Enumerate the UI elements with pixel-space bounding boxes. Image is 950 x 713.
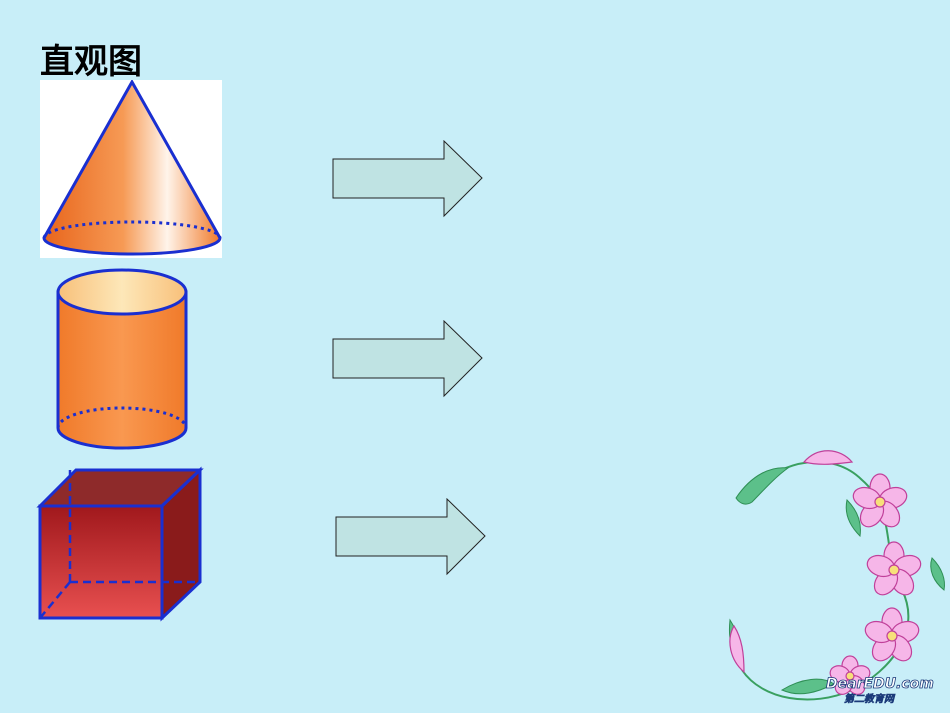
cube-figure [36, 466, 204, 622]
arrow-3-icon [335, 498, 486, 576]
floral-wreath-icon: DearEDU.com 第二教育网 [729, 450, 945, 705]
cone-figure [40, 80, 222, 258]
arrow-1-icon [332, 140, 483, 218]
slide-title: 直观图 [40, 42, 142, 82]
dearedu-logo: DearEDU.com [826, 676, 934, 692]
dearedu-logo-subtext: 第二教育网 [844, 693, 896, 705]
cylinder-figure [56, 268, 188, 450]
arrow-2-icon [332, 320, 483, 398]
